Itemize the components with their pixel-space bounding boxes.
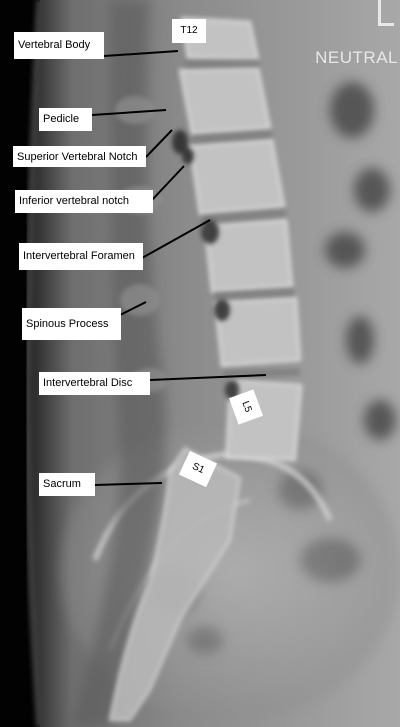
orientation-marker [378, 0, 394, 26]
label-intervertebral-foramen: Intervertebral Foramen [19, 243, 143, 270]
label-inferior-vertebral-notch: Inferior vertebral notch [15, 190, 153, 213]
label-sacrum: Sacrum [39, 473, 95, 496]
label-superior-vertebral-notch: Superior Vertebral Notch [13, 146, 146, 167]
label-pedicle: Pedicle [39, 108, 92, 131]
label-vertebral-body: Vertebral Body [14, 32, 104, 59]
label-spinous-process: Spinous Process [22, 308, 121, 340]
vertebra-tag-t12: T12 [172, 19, 206, 43]
label-intervertebral-disc: Intervertebral Disc [39, 372, 150, 395]
view-label: NEUTRAL [315, 48, 398, 67]
